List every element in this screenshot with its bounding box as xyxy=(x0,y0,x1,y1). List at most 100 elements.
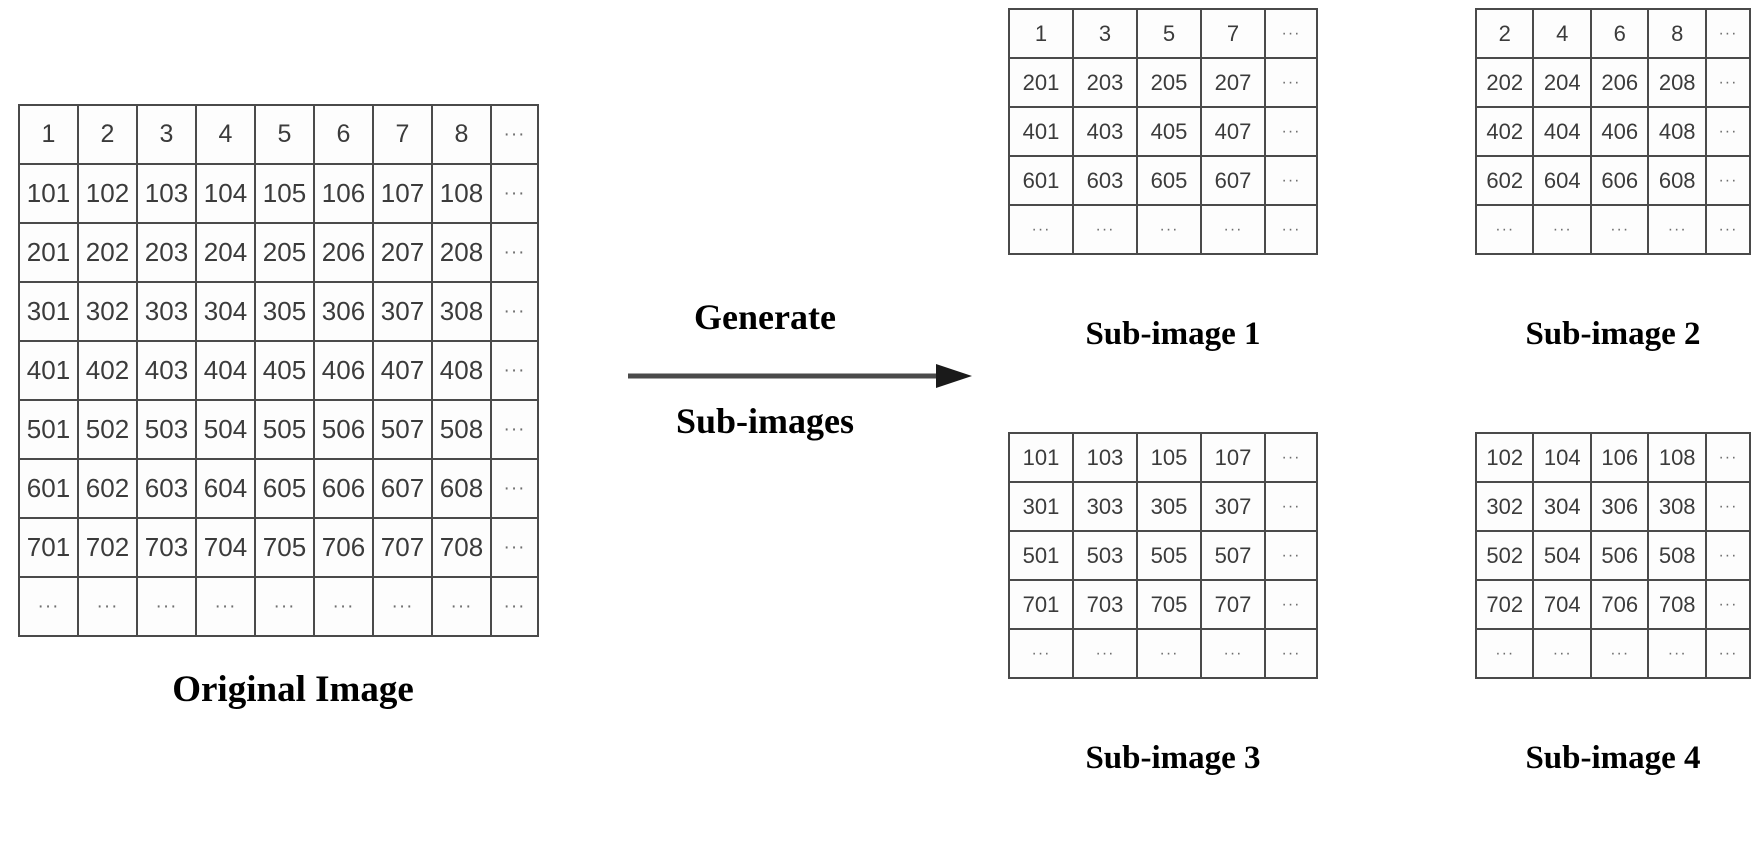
right-arrow-icon xyxy=(628,364,972,388)
sub-image-4-cell: 706 xyxy=(1589,579,1650,630)
sub-image-3-cell: 107 xyxy=(1200,432,1266,483)
original-cell: 505 xyxy=(254,399,315,460)
original-cell: 101 xyxy=(18,163,79,224)
sub-image-1-cell: 405 xyxy=(1136,106,1202,157)
sub-image-3-cell: 501 xyxy=(1008,530,1074,581)
sub-image-2-header-cell: ··· xyxy=(1704,8,1751,59)
sub-image-4-cell: 502 xyxy=(1474,530,1535,581)
original-ellipsis-cell: ··· xyxy=(490,163,539,224)
original-cell: 408 xyxy=(431,340,492,401)
original-cell: 304 xyxy=(195,281,256,342)
sub-image-3-cell: 103 xyxy=(1072,432,1138,483)
sub-image-1-row: ··············· xyxy=(1008,204,1318,255)
original-cell: 103 xyxy=(136,163,197,224)
sub-image-3-ellipsis-cell: ··· xyxy=(1264,579,1318,630)
original-cell: 601 xyxy=(18,458,79,519)
sub-image-2-ellipsis-cell: ··· xyxy=(1704,106,1751,157)
original-ellipsis-cell: ··· xyxy=(372,576,433,637)
original-header-cell: ··· xyxy=(490,104,539,165)
original-cell: 407 xyxy=(372,340,433,401)
original-ellipsis-cell: ··· xyxy=(490,517,539,578)
sub-image-3-cell: 307 xyxy=(1200,481,1266,532)
original-cell: 106 xyxy=(313,163,374,224)
original-header-cell: 6 xyxy=(313,104,374,165)
sub-image-3-ellipsis-cell: ··· xyxy=(1008,628,1074,679)
original-cell: 706 xyxy=(313,517,374,578)
original-cell: 703 xyxy=(136,517,197,578)
sub-image-2-header-cell: 4 xyxy=(1532,8,1592,59)
sub-image-2-cell: 208 xyxy=(1647,57,1707,108)
sub-image-1-ellipsis-cell: ··· xyxy=(1264,204,1318,255)
original-cell: 608 xyxy=(431,458,492,519)
sub-image-2-caption: Sub-image 2 xyxy=(1525,316,1701,352)
original-cell: 201 xyxy=(18,222,79,283)
original-cell: 403 xyxy=(136,340,197,401)
sub-image-4-cell: 106 xyxy=(1589,432,1650,483)
sub-image-3-ellipsis-cell: ··· xyxy=(1200,628,1266,679)
sub-image-1-cell: 401 xyxy=(1008,106,1074,157)
original-cell: 705 xyxy=(254,517,315,578)
original-cell: 302 xyxy=(77,281,138,342)
sub-image-1-header-cell: ··· xyxy=(1264,8,1318,59)
original-cell: 107 xyxy=(372,163,433,224)
original-ellipsis-cell: ··· xyxy=(136,576,197,637)
sub-image-3-ellipsis-cell: ··· xyxy=(1136,628,1202,679)
sub-image-1-ellipsis-cell: ··· xyxy=(1008,204,1074,255)
original-cell: 506 xyxy=(313,399,374,460)
original-header-cell: 2 xyxy=(77,104,138,165)
sub-image-1-caption: Sub-image 1 xyxy=(1085,316,1261,352)
original-cell: 202 xyxy=(77,222,138,283)
sub-image-2-ellipsis-cell: ··· xyxy=(1474,204,1535,255)
original-ellipsis-cell: ··· xyxy=(313,576,374,637)
original-cell: 102 xyxy=(77,163,138,224)
sub-image-2-cell: 608 xyxy=(1647,155,1707,206)
sub-image-4-ellipsis-cell: ··· xyxy=(1704,579,1751,630)
sub-image-3-caption: Sub-image 3 xyxy=(1085,740,1261,776)
sub-image-4-ellipsis-cell: ··· xyxy=(1704,432,1751,483)
sub-image-2-cell: 406 xyxy=(1589,106,1650,157)
sub-image-4-cell: 306 xyxy=(1589,481,1650,532)
original-cell: 208 xyxy=(431,222,492,283)
sub-image-3-cell: 705 xyxy=(1136,579,1202,630)
original-cell: 503 xyxy=(136,399,197,460)
sub-image-1-ellipsis-cell: ··· xyxy=(1200,204,1266,255)
sub-image-2-cell: 206 xyxy=(1589,57,1650,108)
original-cell: 406 xyxy=(313,340,374,401)
sub-image-3-row: ··············· xyxy=(1008,628,1318,679)
original-ellipsis-cell: ··· xyxy=(431,576,492,637)
sub-image-2-cell: 204 xyxy=(1532,57,1592,108)
original-cell: 306 xyxy=(313,281,374,342)
sub-image-2-ellipsis-cell: ··· xyxy=(1532,204,1592,255)
sub-image-3-cell: 703 xyxy=(1072,579,1138,630)
original-ellipsis-cell: ··· xyxy=(490,281,539,342)
original-header-cell: 7 xyxy=(372,104,433,165)
sub-image-1-header-cell: 1 xyxy=(1008,8,1074,59)
sub-image-1-ellipsis-cell: ··· xyxy=(1264,57,1318,108)
original-cell: 701 xyxy=(18,517,79,578)
sub-image-4-ellipsis-cell: ··· xyxy=(1704,530,1751,581)
sub-image-1-ellipsis-cell: ··· xyxy=(1264,155,1318,206)
sub-image-4-cell: 704 xyxy=(1532,579,1592,630)
sub-image-1-cell: 201 xyxy=(1008,57,1074,108)
sub-image-4-cell: 304 xyxy=(1532,481,1592,532)
original-cell: 708 xyxy=(431,517,492,578)
sub-image-1-cell: 407 xyxy=(1200,106,1266,157)
sub-image-1-header-cell: 3 xyxy=(1072,8,1138,59)
original-ellipsis-cell: ··· xyxy=(490,458,539,519)
sub-image-3-ellipsis-cell: ··· xyxy=(1264,481,1318,532)
